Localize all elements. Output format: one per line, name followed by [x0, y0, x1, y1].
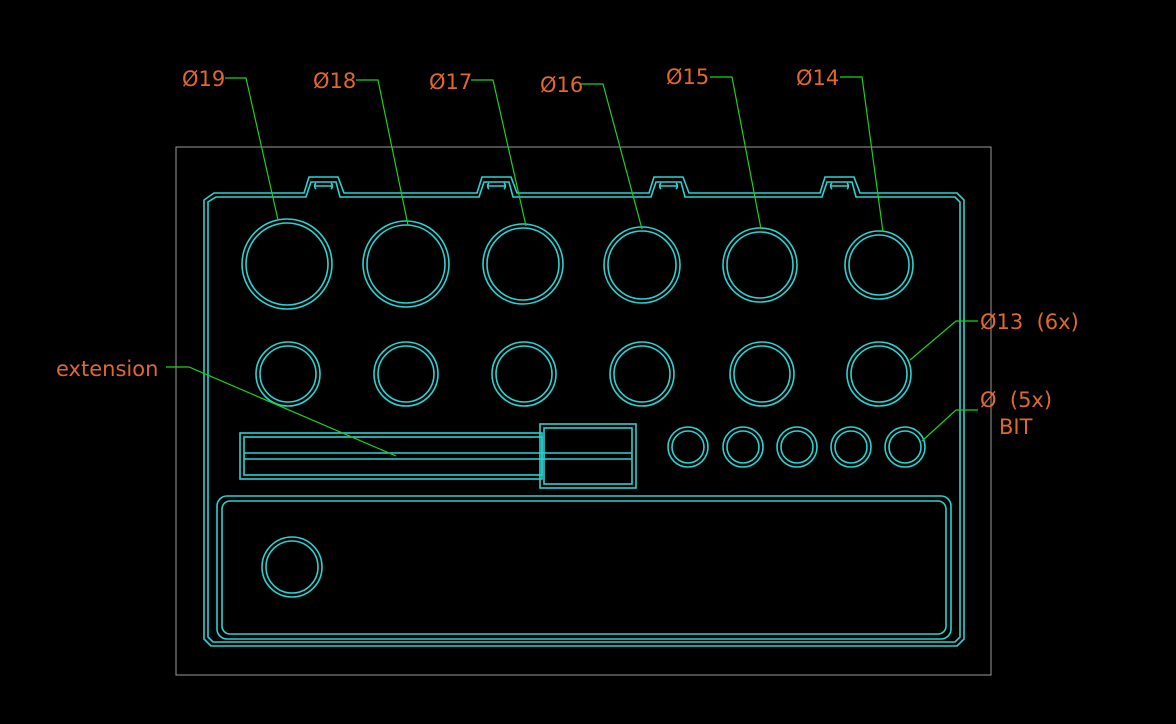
large-socket-row — [241, 218, 914, 310]
sheet-border — [175, 146, 992, 676]
notch-detail-2 — [486, 182, 507, 190]
label-bit: BIT — [999, 415, 1033, 439]
hole-d18 — [362, 220, 450, 308]
hole-d17 — [482, 223, 564, 305]
tray-inner-edge — [207, 181, 961, 643]
bit-hole-1 — [667, 426, 709, 468]
label-d15: Ø15 — [666, 65, 709, 89]
leader-d14 — [840, 76, 884, 233]
label-d16: Ø16 — [540, 73, 583, 97]
hole-d13-5 — [729, 341, 795, 407]
bottom-compartment — [216, 495, 952, 640]
leader-extension — [166, 366, 397, 457]
label-extension: extension — [56, 357, 158, 381]
hole-d13-2 — [373, 341, 439, 407]
d13-socket-row — [255, 341, 912, 407]
extension-shaft-inner — [243, 436, 543, 476]
leader-d18 — [356, 79, 409, 226]
bit-hole-2-inner — [726, 430, 760, 464]
compartment-inner — [221, 500, 947, 635]
extension-shaft — [239, 432, 543, 480]
compartment-outer — [216, 495, 952, 640]
leader-d17 — [471, 79, 527, 227]
label-d14: Ø14 — [796, 66, 839, 90]
compartment-hole-inner — [265, 540, 319, 594]
hole-d13-3 — [491, 341, 557, 407]
hole-d13-1-inner — [259, 345, 317, 403]
hole-d13-1 — [255, 341, 321, 407]
extension-head-inner — [543, 427, 633, 485]
extension-slot — [239, 423, 637, 489]
hole-d13-6-inner — [850, 345, 908, 403]
hole-d14-inner — [848, 234, 910, 296]
hole-d19 — [241, 218, 333, 310]
leader-d15 — [710, 76, 762, 230]
compartment-hole — [261, 536, 323, 598]
hole-d14 — [844, 230, 914, 300]
leader-d19 — [225, 77, 279, 221]
label-d17: Ø17 — [429, 70, 472, 94]
tray-outer-edge — [203, 176, 965, 647]
leader-d13 — [909, 320, 978, 361]
hole-d16 — [603, 226, 681, 304]
hole-d15-inner — [726, 231, 794, 299]
bit-hole-5 — [884, 426, 926, 468]
extension-head — [539, 423, 637, 489]
notch-detail-4 — [829, 182, 850, 190]
bit-hole-3 — [776, 426, 818, 468]
hole-d17-inner — [486, 227, 560, 301]
hole-d16-inner — [607, 230, 677, 300]
hole-d19-inner — [245, 222, 329, 306]
leader-lines — [166, 76, 978, 457]
label-d13: Ø13 (6x) — [980, 310, 1079, 334]
hole-d15 — [722, 227, 798, 303]
label-d18: Ø18 — [313, 69, 356, 93]
hole-d13-6 — [846, 341, 912, 407]
tray-outline — [203, 176, 965, 647]
notch-detail-3 — [658, 182, 679, 190]
bit-hole-2 — [722, 426, 764, 468]
hole-d13-3-inner — [495, 345, 553, 403]
bit-hole-1-inner — [671, 430, 705, 464]
bit-hole-4 — [830, 426, 872, 468]
bit-hole-row — [667, 426, 926, 468]
leader-d16 — [581, 83, 643, 230]
bit-hole-4-inner — [834, 430, 868, 464]
label-bit-count: Ø (5x) — [980, 388, 1052, 412]
bit-hole-5-inner — [888, 430, 922, 464]
hole-d13-2-inner — [377, 345, 435, 403]
hole-d13-4 — [609, 341, 675, 407]
notch-detail-1 — [313, 182, 334, 190]
hole-d13-4-inner — [613, 345, 671, 403]
hole-d13-5-inner — [733, 345, 791, 403]
labels: Ø19 Ø18 Ø17 Ø16 Ø15 Ø14 Ø13 (6x) Ø (5x) … — [56, 65, 1079, 439]
bit-hole-3-inner — [780, 430, 814, 464]
leader-bit — [921, 409, 978, 442]
hole-d18-inner — [366, 224, 446, 304]
label-d19: Ø19 — [182, 67, 225, 91]
